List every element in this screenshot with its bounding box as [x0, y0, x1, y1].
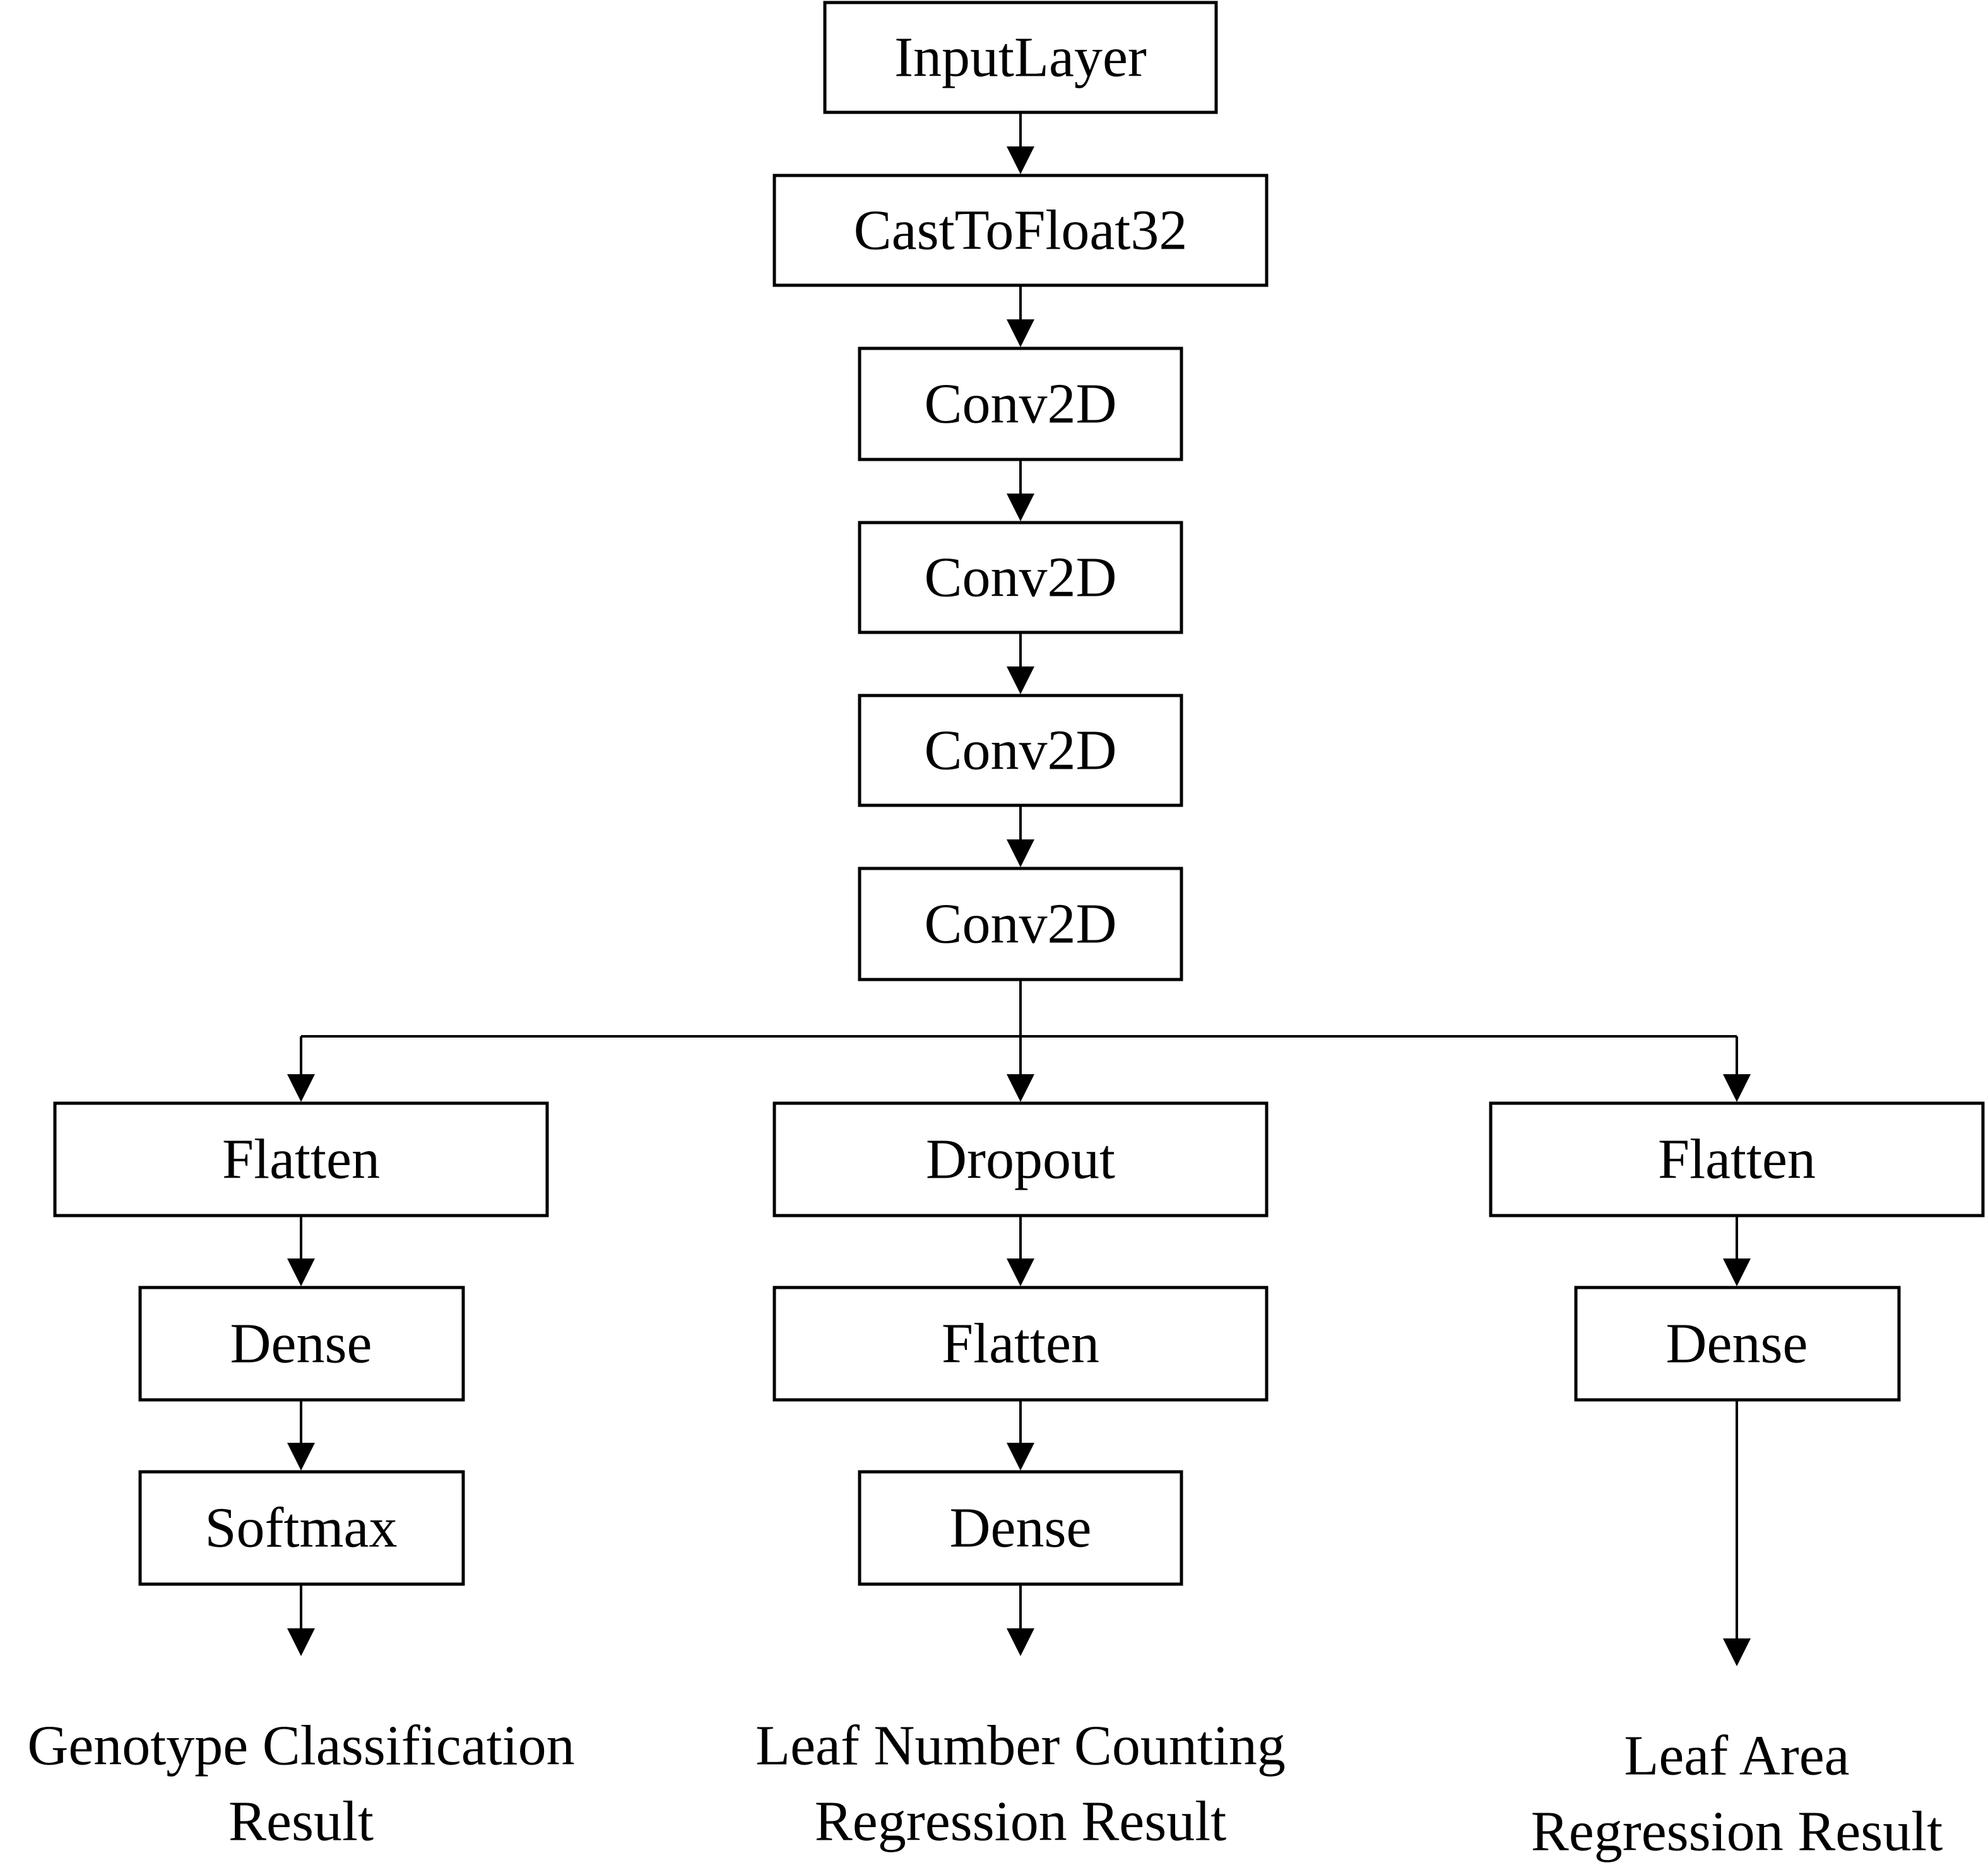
arrowhead-conv4 — [1007, 839, 1034, 867]
arrowhead-conv2 — [1007, 494, 1034, 521]
arrowhead-softmax — [287, 1443, 315, 1471]
node-label: Conv2D — [924, 373, 1116, 435]
node-flatten-mid: Flatten — [772, 1286, 1269, 1402]
node-label: Dropout — [926, 1128, 1115, 1191]
node-conv2d-4: Conv2D — [858, 867, 1183, 981]
node-dense-left: Dense — [138, 1286, 465, 1402]
node-label: InputLayer — [894, 27, 1147, 89]
node-conv2d-1: Conv2D — [858, 346, 1183, 461]
arrowhead-dropout — [1007, 1074, 1034, 1102]
arrowhead-dense-mid — [1007, 1443, 1034, 1471]
outputs: Genotype Classification Result Leaf Numb… — [27, 1715, 1943, 1863]
node-softmax: Softmax — [138, 1470, 465, 1586]
node-label: CastToFloat32 — [854, 199, 1188, 262]
node-label: Flatten — [222, 1128, 380, 1191]
arrowhead-flatten-right — [1723, 1074, 1751, 1102]
node-dense-right: Dense — [1574, 1286, 1901, 1402]
node-label: Conv2D — [924, 547, 1116, 609]
edges — [287, 112, 1751, 1666]
arrowhead-genotype — [287, 1628, 315, 1656]
output-genotype-line2: Result — [228, 1791, 374, 1853]
node-cast-to-float32: CastToFloat32 — [772, 174, 1269, 287]
output-leaf-area-line2: Regression Result — [1531, 1801, 1943, 1863]
node-flatten-right: Flatten — [1489, 1101, 1985, 1217]
node-flatten-left: Flatten — [53, 1101, 549, 1217]
node-label: Softmax — [205, 1497, 398, 1560]
node-label: Dense — [1666, 1313, 1808, 1375]
nodes: InputLayer CastToFloat32 Conv2D Conv2D C… — [53, 1, 1985, 1586]
arrowhead-flatten-left — [287, 1074, 315, 1102]
arrowhead-cast — [1007, 146, 1034, 174]
output-leaf-number-line2: Regression Result — [815, 1791, 1226, 1853]
node-label: Conv2D — [924, 719, 1116, 782]
output-leaf-number-line1: Leaf Number Counting — [755, 1715, 1286, 1777]
arrowhead-dense-right — [1723, 1258, 1751, 1286]
node-label: Dense — [950, 1497, 1092, 1560]
arrowhead-conv1 — [1007, 319, 1034, 347]
node-label: Dense — [230, 1313, 372, 1375]
node-conv2d-3: Conv2D — [858, 694, 1183, 807]
node-input-layer: InputLayer — [823, 1, 1218, 114]
arrowhead-flatten-mid — [1007, 1258, 1034, 1286]
node-label: Conv2D — [924, 893, 1116, 956]
node-label: Flatten — [942, 1313, 1099, 1375]
arrowhead-conv3 — [1007, 666, 1034, 694]
arrowhead-dense-left — [287, 1258, 315, 1286]
arrowhead-leaf-number — [1007, 1628, 1034, 1656]
output-leaf-area-line1: Leaf Area — [1624, 1725, 1849, 1787]
node-dense-mid: Dense — [858, 1470, 1183, 1586]
arrowhead-leaf-area — [1723, 1638, 1751, 1666]
node-conv2d-2: Conv2D — [858, 521, 1183, 634]
node-label: Flatten — [1658, 1128, 1816, 1191]
output-genotype-line1: Genotype Classification — [27, 1715, 574, 1777]
node-dropout: Dropout — [772, 1101, 1269, 1217]
